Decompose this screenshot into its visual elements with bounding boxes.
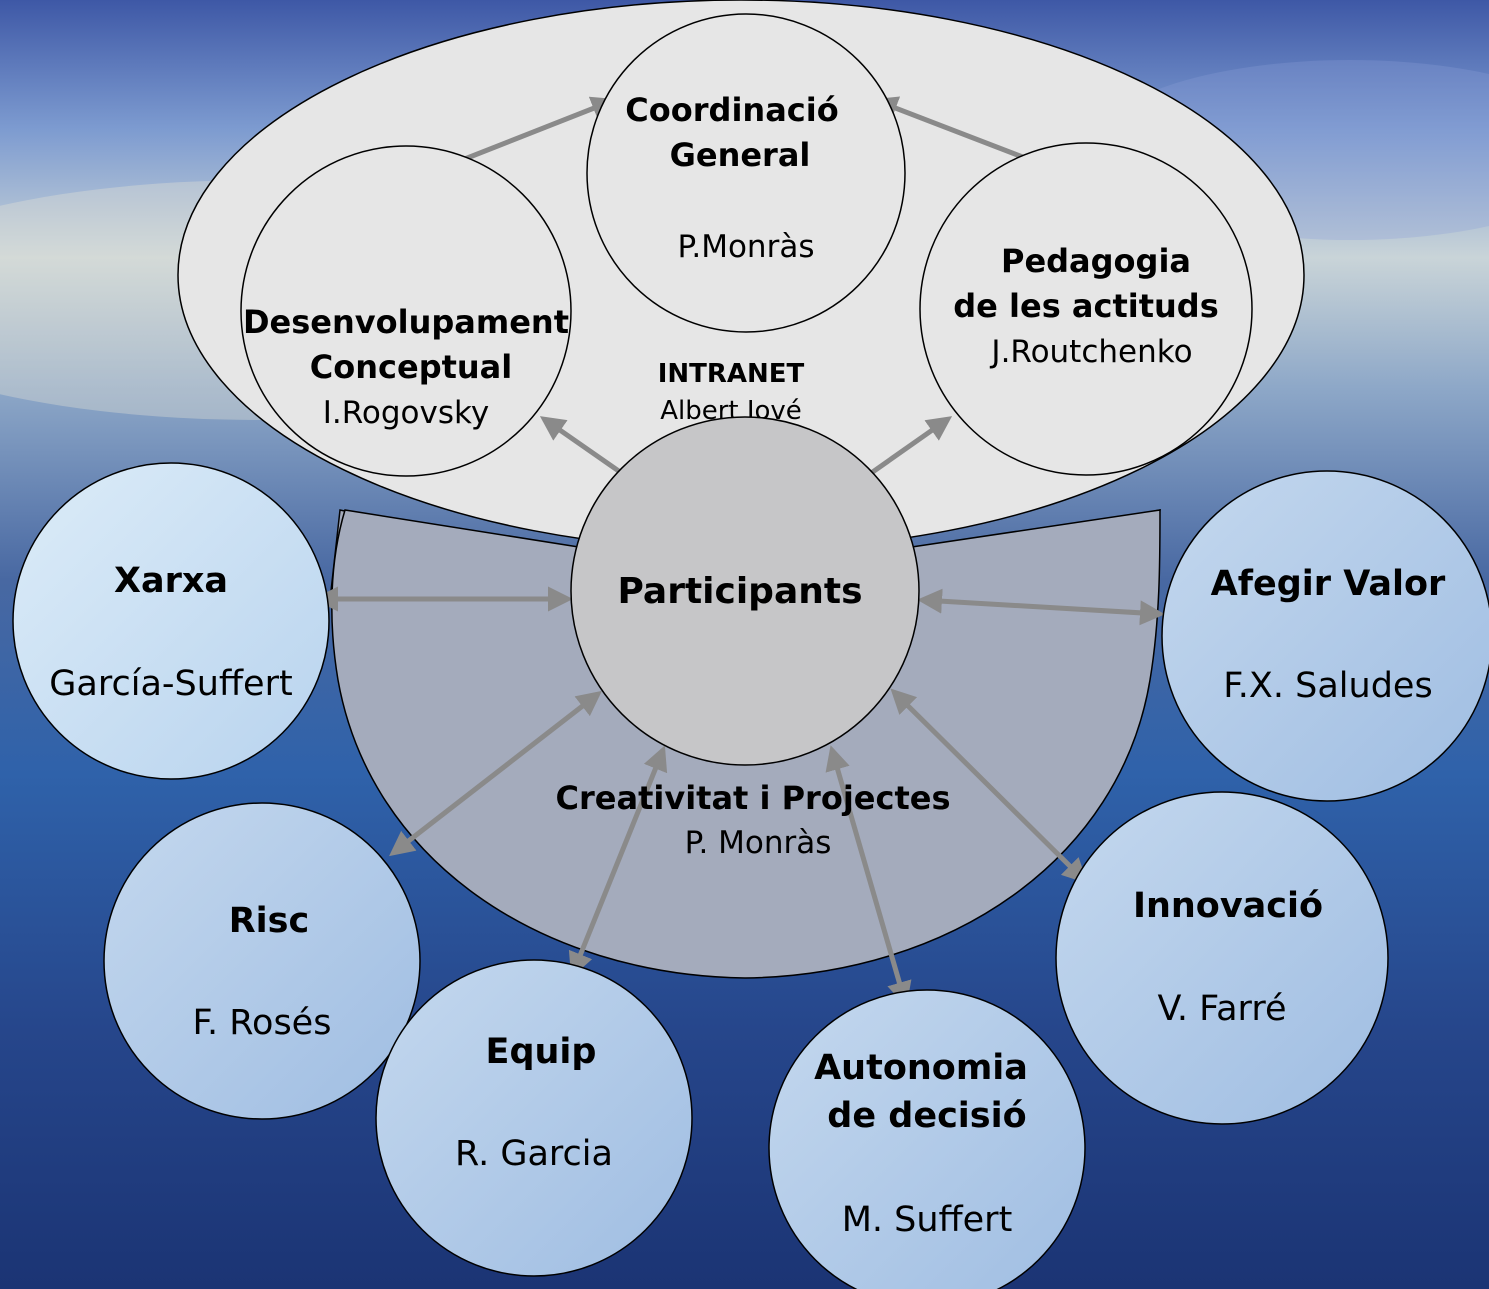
xarxa-node: Xarxa García-Suffert — [12, 462, 330, 780]
equip-title: Equip — [486, 1032, 597, 1072]
afegir-name: F.X. Saludes — [1223, 666, 1432, 706]
pedagogy-title-line2: de les actituds — [953, 287, 1218, 325]
conceptual-title-line1: Desenvolupament — [243, 303, 569, 341]
creativity-title: Creativitat i Projectes — [556, 779, 951, 817]
equip-name: R. Garcia — [455, 1134, 613, 1174]
innovacio-title: Innovació — [1133, 886, 1323, 926]
pedagogy-title-line1: Pedagogia — [1001, 242, 1191, 280]
innovacio-node: Innovació V. Farré — [1055, 791, 1389, 1125]
arrow-innovacio-participants — [890, 688, 1088, 884]
coordination-title-line1: Coordinació — [625, 91, 838, 129]
autonomia-node: Autonomia de decisió M. Suffert — [768, 989, 1086, 1289]
arrow-autonomia-participants — [825, 745, 912, 1007]
participants-node: Participants — [570, 416, 920, 766]
arrow-afegir-participants — [917, 588, 1165, 626]
pedagogy-node: Pedagogia de les actituds J.Routchenko — [919, 142, 1253, 476]
autonomia-name: M. Suffert — [842, 1200, 1013, 1240]
equip-node: Equip R. Garcia — [375, 959, 693, 1277]
autonomia-title-line2: de decisió — [827, 1096, 1026, 1136]
xarxa-title: Xarxa — [114, 561, 228, 601]
risc-name: F. Rosés — [193, 1003, 332, 1043]
afegir-node: Afegir Valor F.X. Saludes — [1161, 470, 1489, 802]
risc-node: Risc F. Rosés — [103, 802, 421, 1120]
coordination-name: P.Monràs — [678, 229, 815, 265]
pedagogy-name: J.Routchenko — [989, 334, 1192, 370]
arrow-equip-participants — [568, 745, 668, 978]
conceptual-name: I.Rogovsky — [323, 395, 489, 431]
coordination-node: Coordinació General P.Monràs — [586, 13, 906, 333]
participants-title: Participants — [617, 571, 862, 612]
autonomia-title-line1: Autonomia — [814, 1048, 1028, 1088]
innovacio-name: V. Farré — [1158, 989, 1287, 1029]
coordination-title-line2: General — [670, 136, 811, 174]
xarxa-name: García-Suffert — [49, 664, 292, 704]
intranet-label: INTRANET — [658, 359, 805, 389]
risc-title: Risc — [229, 901, 310, 941]
afegir-title: Afegir Valor — [1211, 564, 1446, 604]
conceptual-node: Desenvolupament Conceptual I.Rogovsky — [240, 145, 572, 477]
conceptual-title-line2: Conceptual — [310, 348, 512, 386]
creativity-name: P. Monràs — [685, 825, 832, 861]
arrow-risc-participants — [389, 690, 602, 857]
